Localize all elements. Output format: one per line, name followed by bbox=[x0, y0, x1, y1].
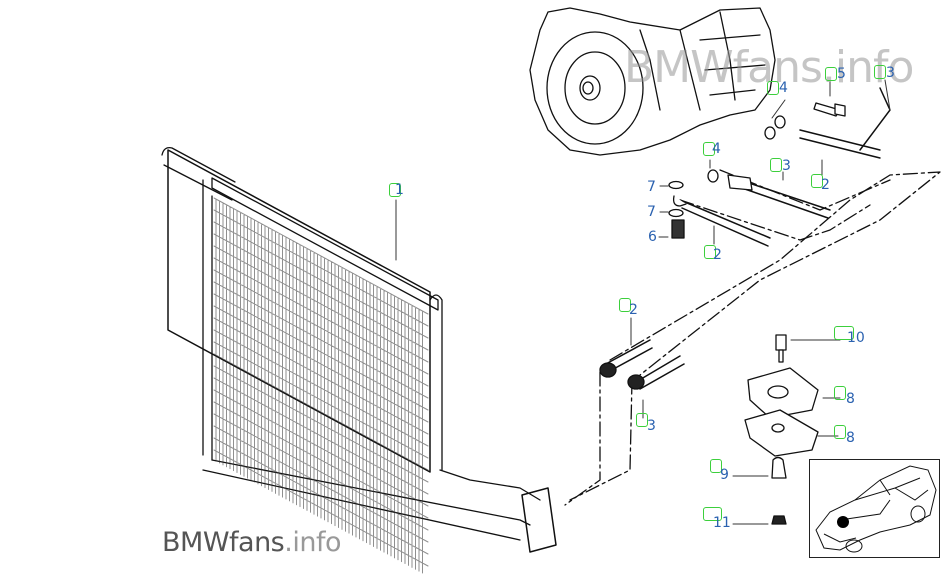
callout-number: 2 bbox=[629, 302, 638, 318]
label-7: 7 bbox=[647, 204, 656, 220]
callout-box bbox=[389, 183, 401, 197]
callout-number: 8 bbox=[846, 391, 855, 407]
callout-number: 3 bbox=[886, 65, 895, 81]
callout-number: 3 bbox=[647, 418, 656, 434]
callout-box bbox=[874, 65, 886, 79]
callout-box bbox=[770, 158, 782, 172]
label-6: 6 bbox=[648, 229, 657, 245]
watermark-tld: .info bbox=[284, 527, 341, 558]
callout-box bbox=[703, 142, 715, 156]
oil-cooler-fins bbox=[213, 197, 429, 574]
label-7: 7 bbox=[647, 179, 656, 195]
callout-box bbox=[834, 386, 846, 400]
car-outline-icon bbox=[815, 465, 937, 553]
leader-lines bbox=[395, 79, 891, 525]
callout-number: 11 bbox=[713, 515, 731, 531]
callout-box bbox=[636, 413, 648, 427]
watermark-brand: BMWfans bbox=[162, 527, 285, 558]
callout-box bbox=[834, 425, 846, 439]
callout-box bbox=[811, 174, 823, 188]
callout-number: 4 bbox=[779, 80, 788, 96]
callout-number: 3 bbox=[782, 158, 791, 174]
callout-box bbox=[834, 326, 854, 340]
transmission-illustration bbox=[529, 7, 776, 156]
callout-box bbox=[767, 81, 779, 95]
callout-number: 8 bbox=[846, 430, 855, 446]
callout-number: 5 bbox=[837, 66, 846, 82]
callout-number: 9 bbox=[720, 467, 729, 483]
callout-box bbox=[619, 298, 631, 312]
small-parts bbox=[599, 102, 846, 525]
callout-box bbox=[703, 507, 722, 521]
callout-number: 4 bbox=[712, 141, 721, 157]
oil-cooler-illustration bbox=[161, 147, 557, 553]
callout-number: 2 bbox=[713, 247, 722, 263]
watermark-top: BMWfans.info bbox=[624, 42, 914, 93]
callout-box bbox=[704, 245, 716, 259]
callout-box bbox=[710, 459, 722, 473]
callout-box bbox=[825, 67, 837, 81]
callout-number: 10 bbox=[847, 330, 865, 346]
oil-lines-illustration bbox=[564, 169, 941, 506]
callout-number: 2 bbox=[821, 177, 830, 193]
watermark-bottom: BMWfans.info bbox=[162, 527, 341, 558]
callout-number: 1 bbox=[395, 182, 404, 198]
vehicle-location-inset bbox=[809, 459, 940, 558]
location-marker bbox=[837, 516, 849, 528]
